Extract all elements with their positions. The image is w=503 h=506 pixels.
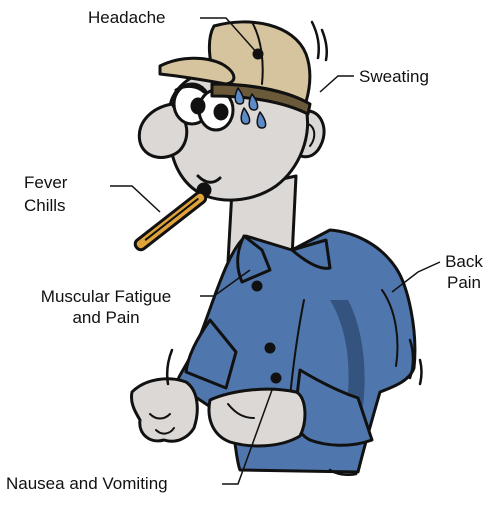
label-back: Back (442, 251, 486, 272)
label-nausea: Nausea and Vomiting (6, 473, 168, 494)
label-pain: Pain (442, 272, 486, 293)
label-and-pain: and Pain (10, 307, 202, 328)
right-hand (209, 389, 305, 446)
label-sweating: Sweating (359, 66, 429, 87)
label-chills: Chills (24, 195, 66, 216)
label-fever: Fever (24, 172, 67, 193)
button (266, 344, 274, 352)
button (253, 282, 261, 290)
button (272, 374, 280, 382)
label-headache: Headache (88, 7, 166, 28)
left-hand (131, 379, 197, 441)
thermometer (133, 190, 208, 252)
label-muscular-fatigue: Muscular Fatigue (10, 286, 202, 307)
